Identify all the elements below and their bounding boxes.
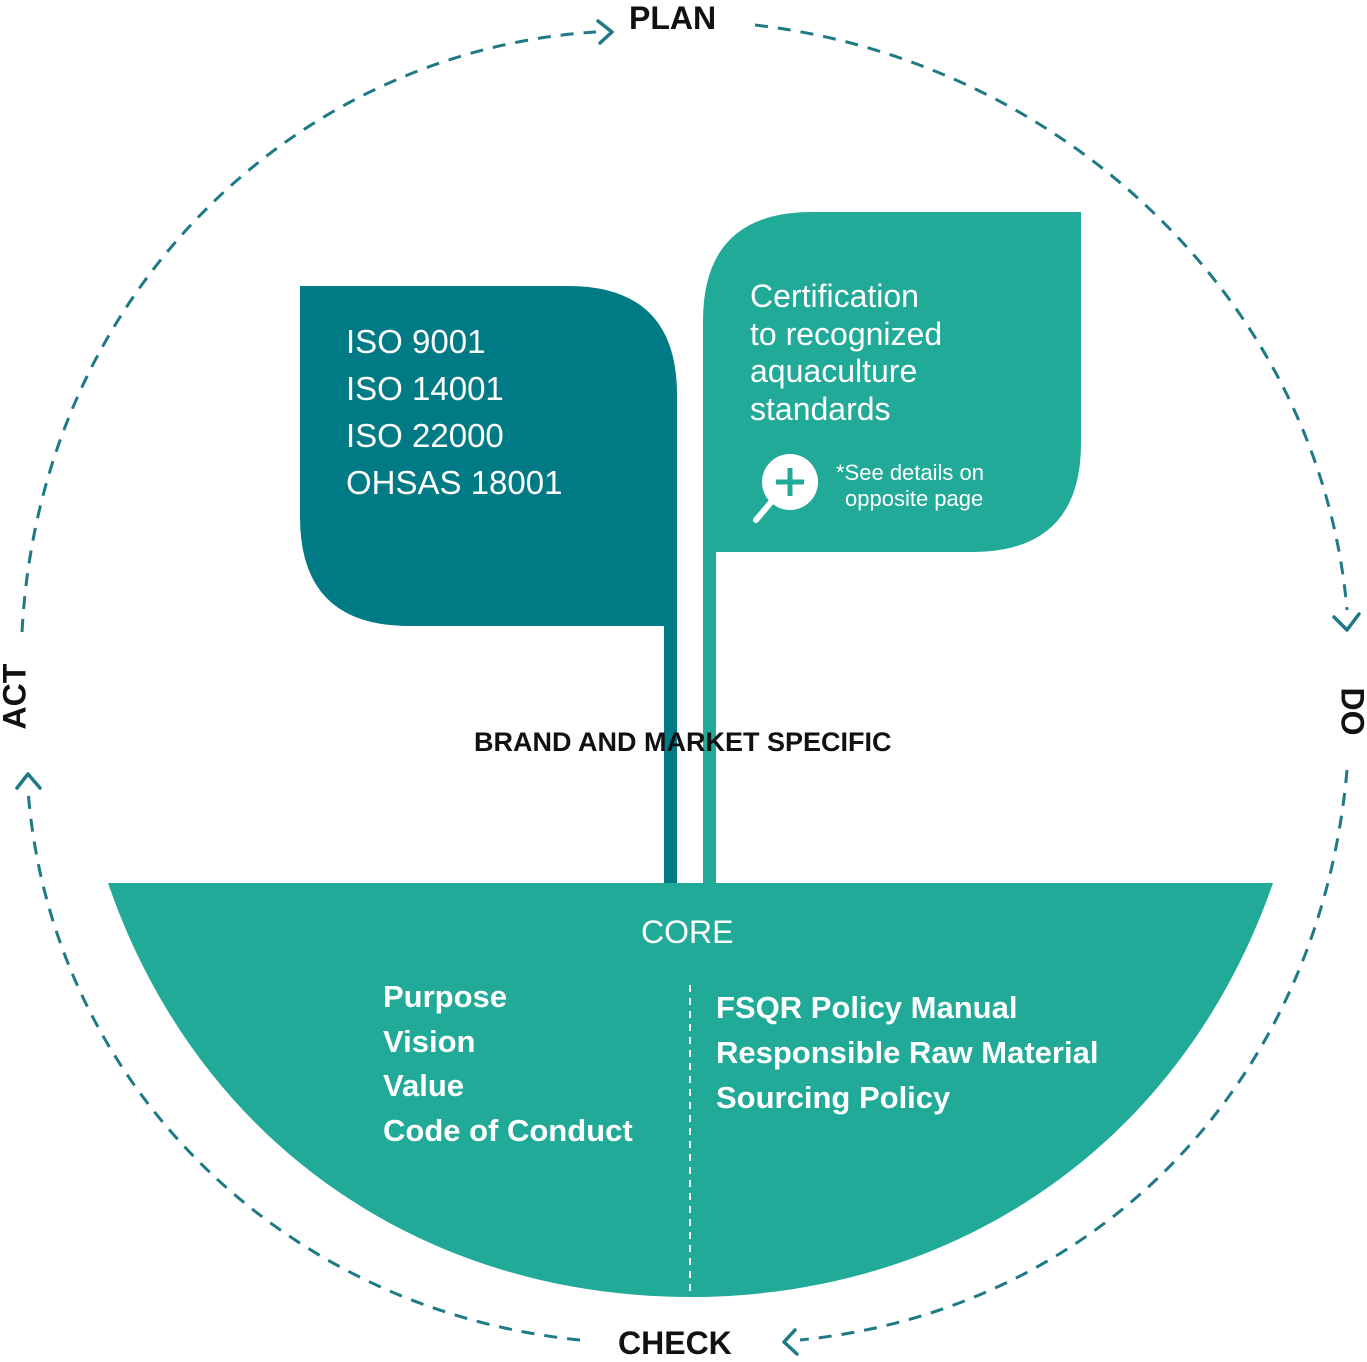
iso-item: ISO 22000 [346, 412, 562, 459]
label-check: CHECK [618, 1325, 732, 1362]
core-item: Value [383, 1064, 633, 1109]
core-item: Purpose [383, 975, 633, 1020]
arrowhead-do [1334, 614, 1359, 630]
iso-item: OHSAS 18001 [346, 459, 562, 506]
certification-line: aquaculture [750, 353, 942, 391]
arrowhead-plan [598, 21, 612, 43]
certification-line: to recognized [750, 316, 942, 354]
details-note-line: opposite page [836, 486, 984, 512]
core-item: Responsible Raw Material [716, 1030, 1098, 1075]
brand-market-label: BRAND AND MARKET SPECIFIC [474, 727, 892, 758]
core-item: FSQR Policy Manual [716, 985, 1098, 1030]
details-note-line: *See details on [836, 460, 984, 486]
core-item: Sourcing Policy [716, 1075, 1098, 1120]
certification-line: standards [750, 391, 942, 429]
certification-line: Certification [750, 278, 942, 316]
label-plan: PLAN [629, 0, 716, 37]
iso-standards-list: ISO 9001 ISO 14001 ISO 22000 OHSAS 18001 [346, 318, 562, 506]
arrowhead-check [784, 1330, 797, 1354]
core-right-list: FSQR Policy Manual Responsible Raw Mater… [716, 985, 1098, 1120]
iso-item: ISO 14001 [346, 365, 562, 412]
details-note[interactable]: *See details on opposite page [836, 460, 984, 512]
arrowhead-act [17, 774, 40, 788]
label-act: ACT [0, 668, 34, 730]
core-item: Vision [383, 1020, 633, 1065]
right-stem [703, 545, 716, 888]
core-title: CORE [641, 914, 733, 951]
certification-text: Certification to recognized aquaculture … [750, 278, 942, 428]
core-item: Code of Conduct [383, 1109, 633, 1154]
label-do: DO [1334, 688, 1367, 730]
core-left-list: Purpose Vision Value Code of Conduct [383, 975, 633, 1153]
iso-item: ISO 9001 [346, 318, 562, 365]
